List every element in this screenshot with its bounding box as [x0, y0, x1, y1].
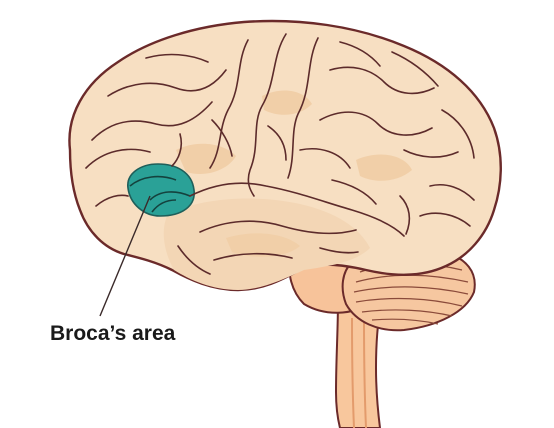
cerebrum-shading: [176, 90, 412, 257]
broca-leader-line: [99, 195, 151, 317]
brainstem: [334, 299, 384, 428]
brainstem-stripe: [351, 317, 355, 428]
sulci: [85, 33, 475, 275]
broca-label: Broca’s area: [50, 322, 176, 345]
brocas-area-gyri: [129, 175, 191, 213]
brocas-area-region: [127, 163, 195, 217]
brainstem-stripe: [363, 317, 367, 428]
